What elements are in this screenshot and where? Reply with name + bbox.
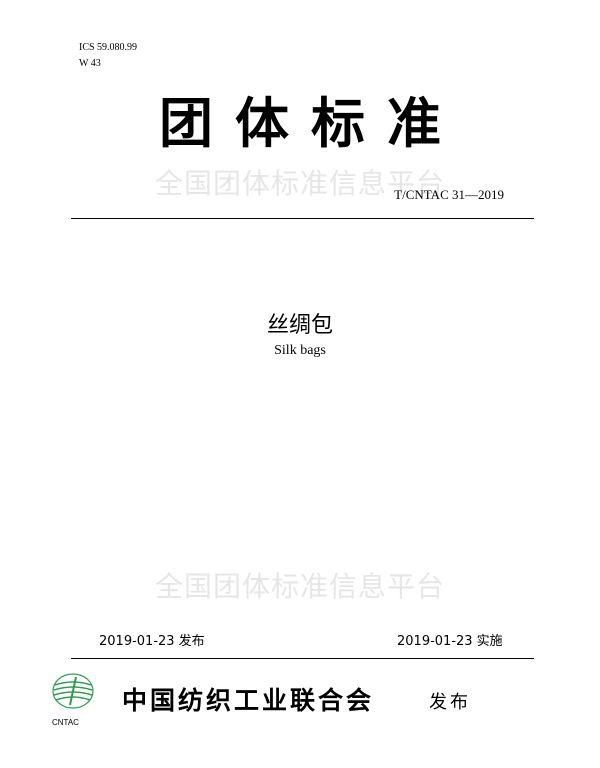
bottom-divider: [71, 658, 534, 659]
w-code: W 43: [79, 58, 101, 69]
document-title-cn: 丝绸包: [266, 313, 333, 338]
classification-codes: ICS 59.080.99 W 43: [79, 40, 137, 72]
watermark-bottom: 全国团体标准信息平台: [154, 570, 445, 603]
implement-date: 2019-01-23 实施: [397, 634, 503, 649]
top-divider: [71, 218, 534, 219]
watermark-top: 全国团体标准信息平台: [154, 167, 445, 200]
main-title: 团体标准: [159, 92, 463, 155]
standard-number: T/CNTAC 31—2019: [394, 187, 504, 202]
logo-caption: CNTAC: [52, 718, 79, 727]
cntac-logo-icon: [50, 671, 96, 711]
publish-date: 2019-01-23 发布: [99, 634, 205, 649]
document-title-en: Silk bags: [274, 343, 326, 358]
issuer-name: 中国纺织工业联合会: [122, 686, 375, 715]
ics-code: ICS 59.080.99: [79, 42, 138, 53]
issuer-suffix: 发布: [429, 692, 471, 713]
